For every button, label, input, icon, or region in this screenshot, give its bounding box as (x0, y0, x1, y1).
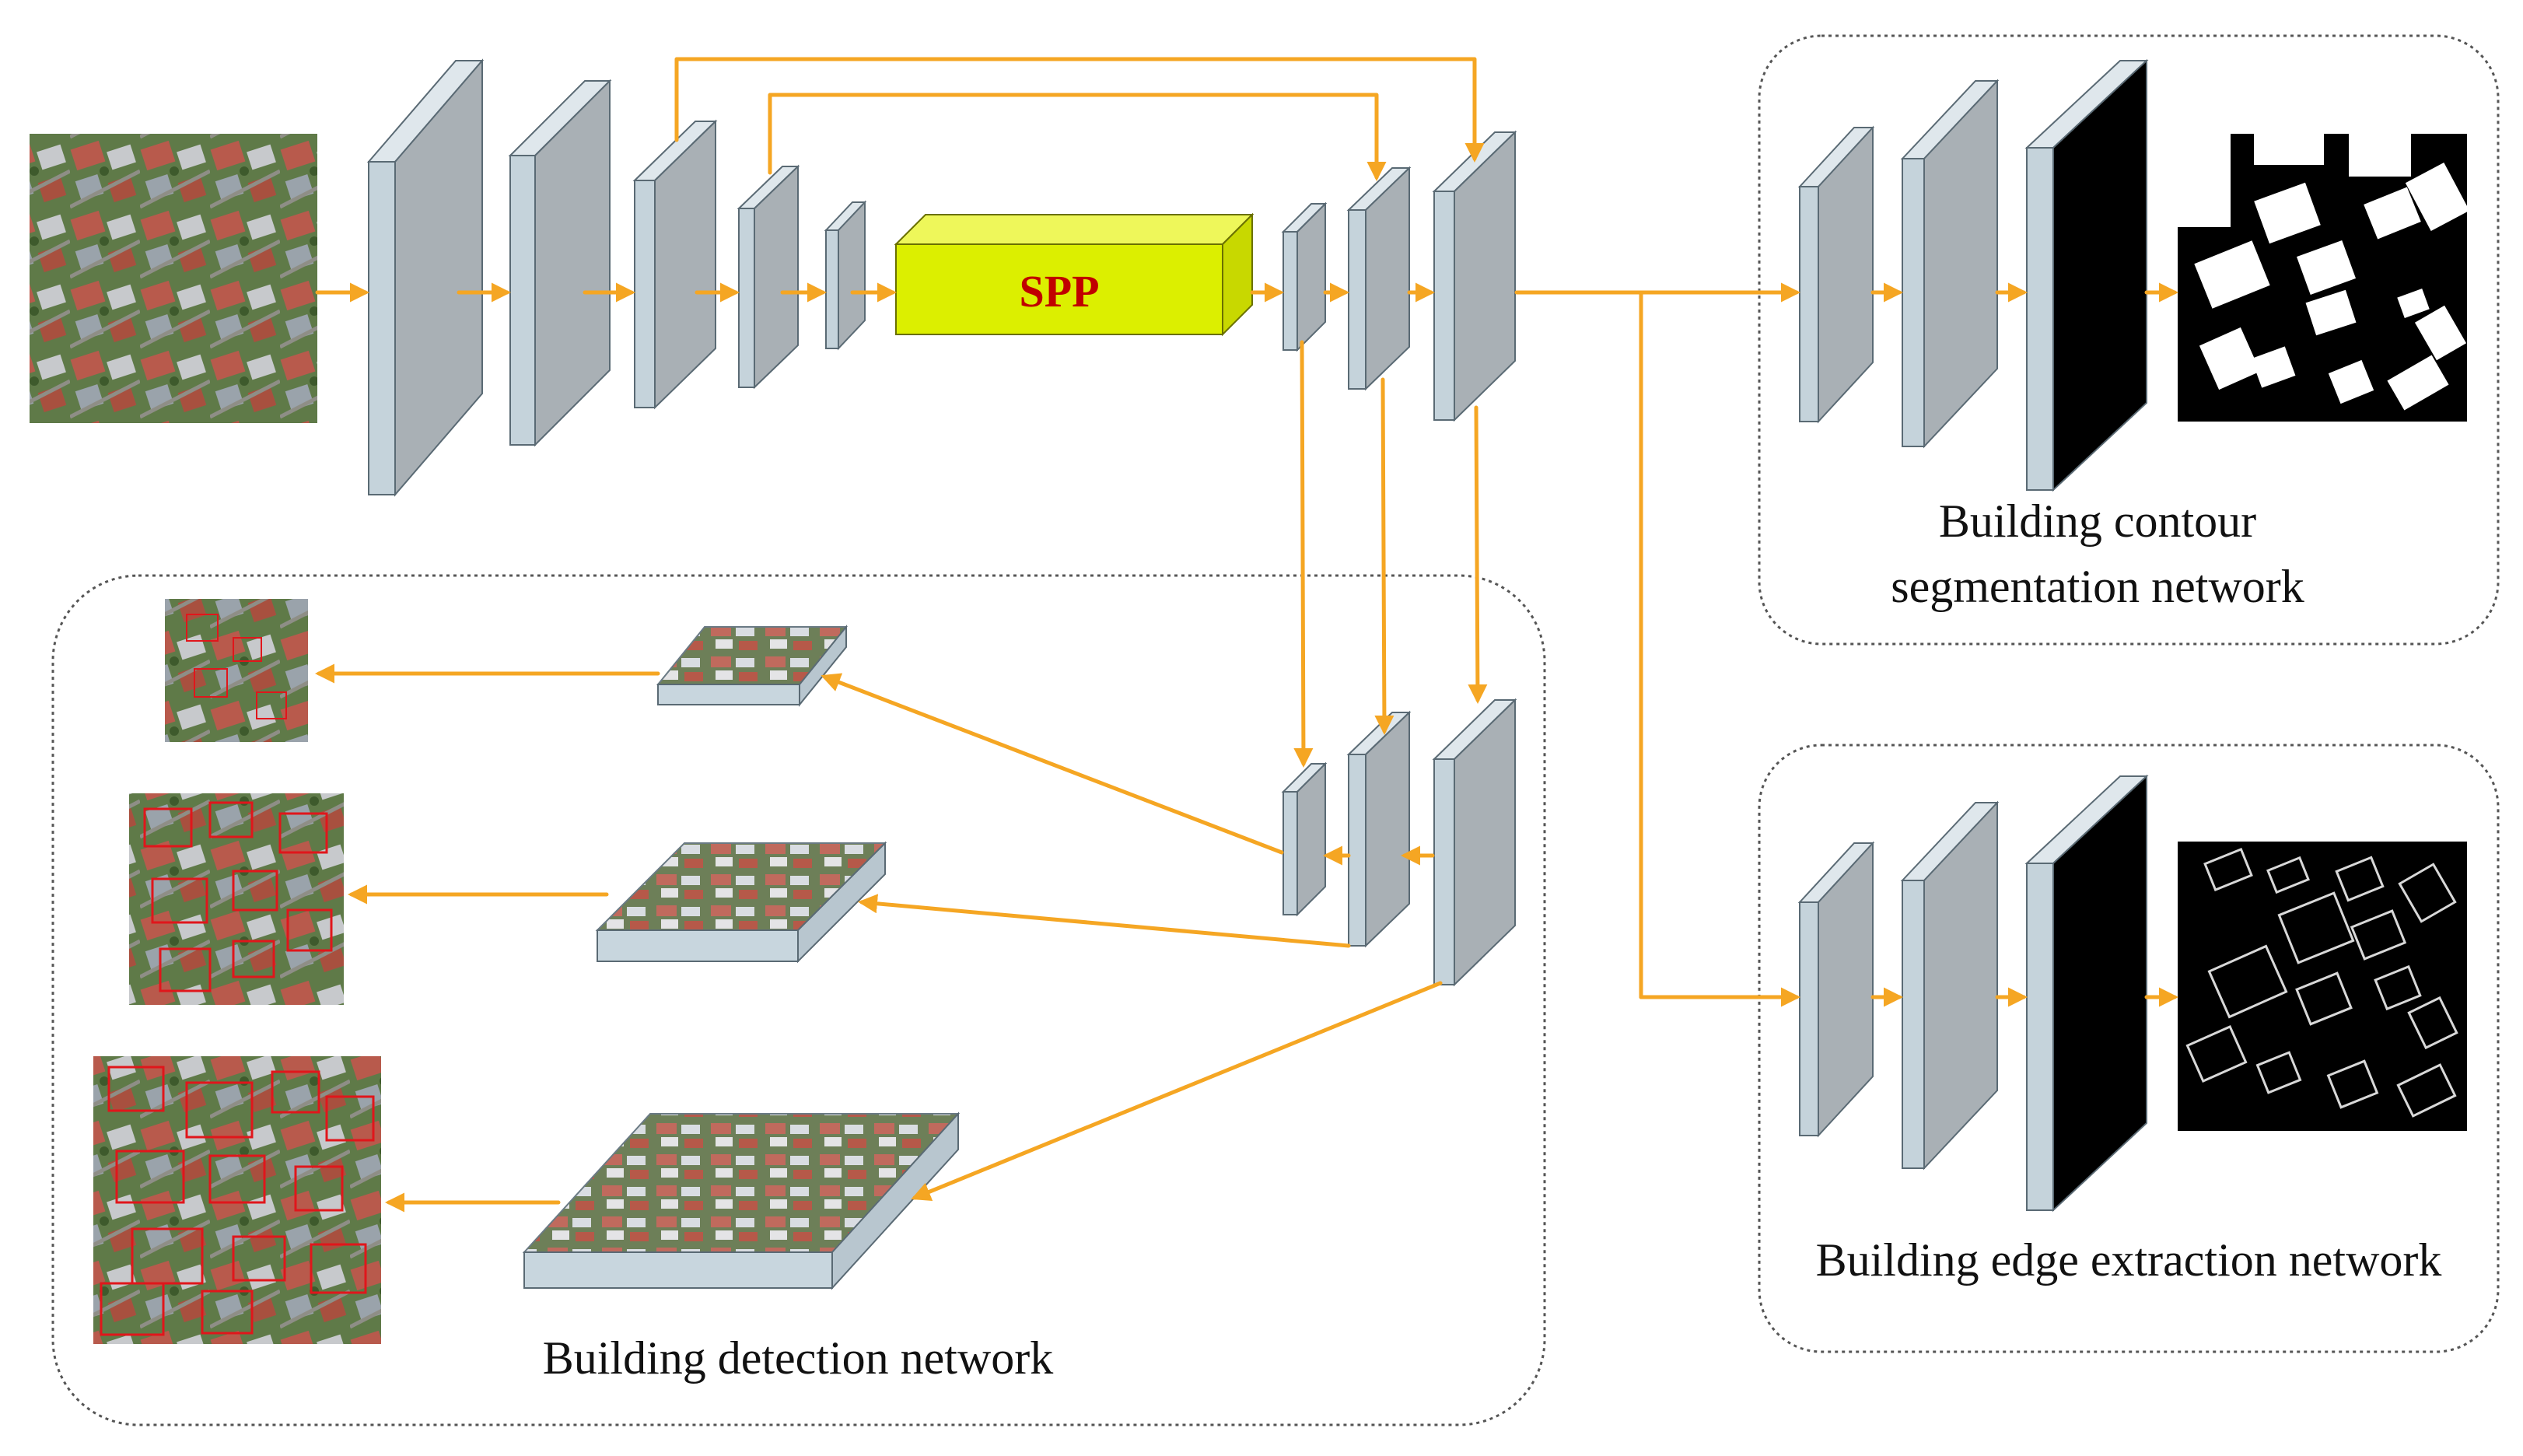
arrow-neck2-down (1374, 377, 1394, 735)
backbone-layer-2 (508, 79, 612, 447)
segmentation-caption-line1: Building contour (1939, 495, 2256, 547)
backbone-layer-3 (632, 119, 718, 410)
arrow-det2-to-slab-medium (858, 894, 1351, 948)
backbone-layers (366, 58, 1517, 497)
seg-mask-layer (2024, 58, 2149, 492)
detection-panel-border (51, 574, 1546, 1426)
neck-layer-3 (1432, 130, 1517, 422)
det-layer-1 (1281, 761, 1328, 917)
segmentation-mask-output (2178, 134, 2470, 422)
det-layer-3 (1432, 698, 1517, 987)
backbone-layer-5 (824, 200, 867, 351)
segmentation-caption-line2: segmentation network (1891, 561, 2304, 612)
skip-connection-inner (768, 93, 1387, 181)
spp-label: SPP (1019, 266, 1099, 317)
spp-block: SPP (894, 212, 1255, 337)
neck-layer-2 (1346, 166, 1412, 391)
arrow-neck3-down (1468, 405, 1488, 704)
flow-arrows (315, 57, 2178, 1213)
segmentation-layers (1797, 58, 2149, 492)
neck-layer-1 (1281, 201, 1328, 352)
seg-layer-2 (1900, 79, 2000, 449)
detection-slab-large (522, 1111, 961, 1290)
detection-slab-medium (595, 841, 887, 964)
arrow-neck1-down (1293, 340, 1314, 768)
edge-layer-2 (1900, 800, 2000, 1171)
edge-map-layer (2024, 774, 2149, 1213)
detection-result-large (93, 1056, 381, 1344)
branch-trunk (1514, 290, 1643, 999)
segmentation-panel-border (1758, 34, 2500, 646)
input-aerial-image (30, 134, 317, 423)
skip-connection-outer (674, 57, 1485, 163)
detection-result-medium (129, 793, 344, 1005)
detection-result-small (165, 599, 308, 742)
edge-panel-border (1758, 744, 2500, 1353)
detection-caption: Building detection network (543, 1332, 1054, 1384)
edge-layer-1 (1797, 841, 1875, 1138)
seg-layer-1 (1797, 125, 1875, 424)
detection-slab-small (656, 625, 849, 707)
edge-caption: Building edge extraction network (1816, 1234, 2442, 1286)
edge-layers (1797, 774, 2149, 1213)
backbone-layer-4 (737, 164, 800, 390)
det-layer-2 (1346, 710, 1412, 948)
backbone-layer-1 (366, 58, 485, 497)
edge-map-output (2178, 842, 2467, 1131)
arrow-det3-to-slab-large (911, 981, 1443, 1202)
arrow-det1-to-slab-small (821, 673, 1284, 855)
